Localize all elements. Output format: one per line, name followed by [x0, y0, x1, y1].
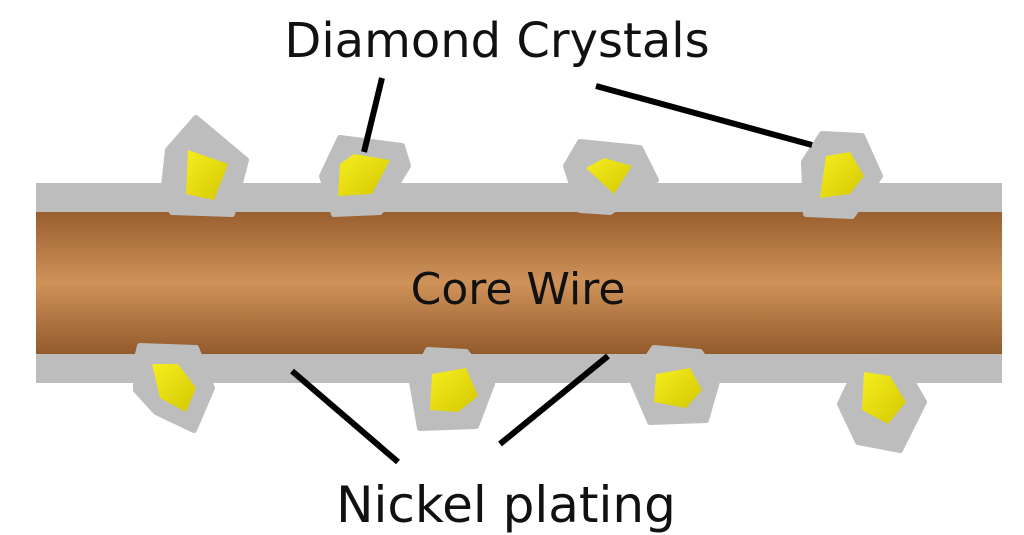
diamond-crystal: [319, 135, 411, 217]
diamond-crystal: [629, 345, 721, 425]
diamond-crystal: [409, 347, 495, 431]
leader-line-diamond-right: [595, 83, 813, 148]
diamond-crystal: [837, 359, 927, 453]
diamond-crystal: [161, 115, 249, 217]
diamond-crystal: [563, 139, 659, 215]
label-core-wire: Core Wire: [411, 264, 626, 315]
core-wire: [36, 212, 1002, 354]
diamond-crystal: [133, 343, 215, 433]
leader-line-diamond-left: [361, 77, 385, 153]
diamond-crystal: [801, 131, 883, 219]
label-diamond-crystals: Diamond Crystals: [284, 13, 709, 69]
label-nickel-plating: Nickel plating: [336, 476, 676, 534]
leader-line-nickel-left: [290, 368, 400, 465]
leader-line-nickel-right: [498, 353, 610, 447]
